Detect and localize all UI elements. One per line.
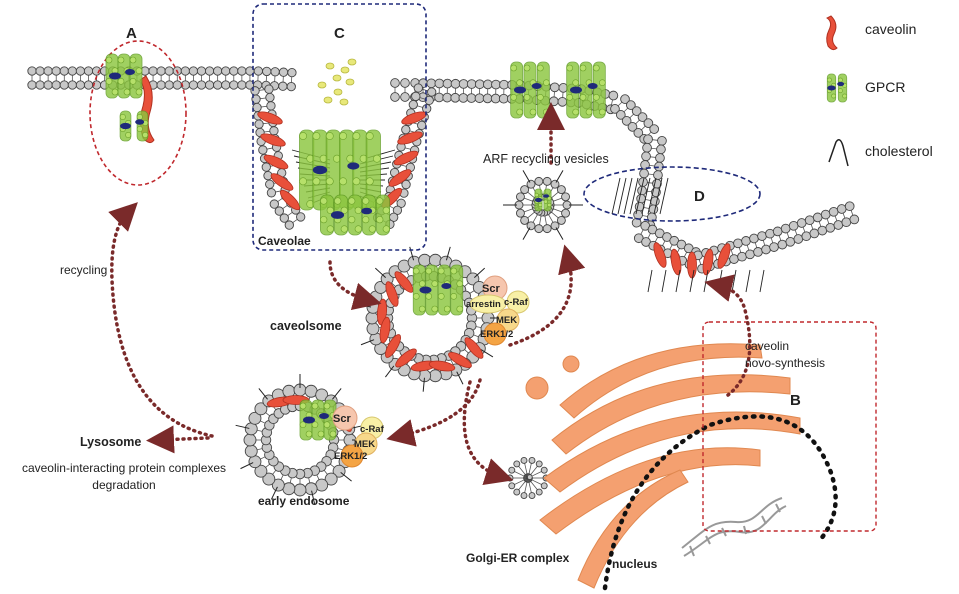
region-b-letter: B xyxy=(790,392,801,409)
plasma-membrane xyxy=(27,66,860,293)
nuclear-envelope xyxy=(602,414,838,591)
arrow-caveolsome-to-arf xyxy=(508,244,586,347)
degradation-label-line1: caveolin-interacting protein complexes xyxy=(22,461,226,475)
golgi-label: Golgi-ER complex xyxy=(466,551,570,565)
arrow-caveolsome-to-endosome xyxy=(386,378,482,447)
region-d-frame xyxy=(583,166,761,222)
novo-label-line2: novo-synthesis xyxy=(745,356,825,370)
region-a-frame xyxy=(89,40,187,186)
arrow-to-lysosome xyxy=(146,425,210,454)
arf-vesicles-label: ARF recycling vesicles xyxy=(483,152,609,166)
region-c-letter: C xyxy=(334,25,345,42)
caveolsome-label: caveolsome xyxy=(270,319,342,333)
degradation-label-line2: degradation xyxy=(92,478,155,492)
gpcr-legend-icon xyxy=(826,73,848,103)
arrestin-label: arrestin xyxy=(466,299,501,310)
lysosome-label: Lysosome xyxy=(80,435,141,449)
nucleus-label: nucleus xyxy=(612,557,658,571)
craf-label-2: c-Raf xyxy=(360,424,385,435)
craf-label: c-Raf xyxy=(504,297,529,308)
arrow-recycling xyxy=(108,202,214,438)
signaling-complex-caveolsome: Scr c-Raf arrestin MEK ERK1/2 xyxy=(466,275,530,346)
erk-label: ERK1/2 xyxy=(480,329,513,340)
erk-label-2: ERK1/2 xyxy=(334,451,367,462)
pathway-arrows xyxy=(108,102,752,486)
arf-vesicle xyxy=(503,170,583,240)
scr-label: Scr xyxy=(482,283,500,295)
novo-label-line1: caveolin xyxy=(745,339,789,353)
legend-cholesterol: cholesterol xyxy=(865,143,933,159)
arrow-novo-synthesis xyxy=(704,274,752,397)
golgi-er-complex xyxy=(525,343,801,589)
gpcr-proteins xyxy=(105,53,606,441)
caveolin-legend-icon xyxy=(826,15,838,51)
recycling-label: recycling xyxy=(60,263,107,277)
caveolae-label: Caveolae xyxy=(258,234,311,248)
region-d-letter: D xyxy=(694,188,705,205)
arrow-caveolsome-to-golgi xyxy=(462,380,514,486)
dna-helix-icon xyxy=(681,497,787,557)
region-a-letter: A xyxy=(126,25,137,42)
ligand-dots xyxy=(317,58,357,106)
mek-label-2: MEK xyxy=(354,439,375,450)
legend-gpcr: GPCR xyxy=(865,79,905,95)
legend-caveolin: caveolin xyxy=(865,21,916,37)
arrow-caveolae-to-caveolsome xyxy=(328,260,382,310)
signaling-complex-endosome: Scr c-Raf MEK ERK1/2 xyxy=(332,405,385,468)
cholesterol-legend-icon xyxy=(828,139,849,167)
golgi-small-vesicle xyxy=(506,457,550,499)
early-endosome-label: early endosome xyxy=(258,494,350,508)
early-endosome-vesicle xyxy=(235,374,366,505)
mek-label: MEK xyxy=(496,315,517,326)
region-b-frame xyxy=(702,321,877,532)
scr-label-2: Scr xyxy=(333,413,351,425)
legend: caveolin GPCR cholesterol xyxy=(826,15,933,167)
region-c-frame xyxy=(252,3,427,251)
